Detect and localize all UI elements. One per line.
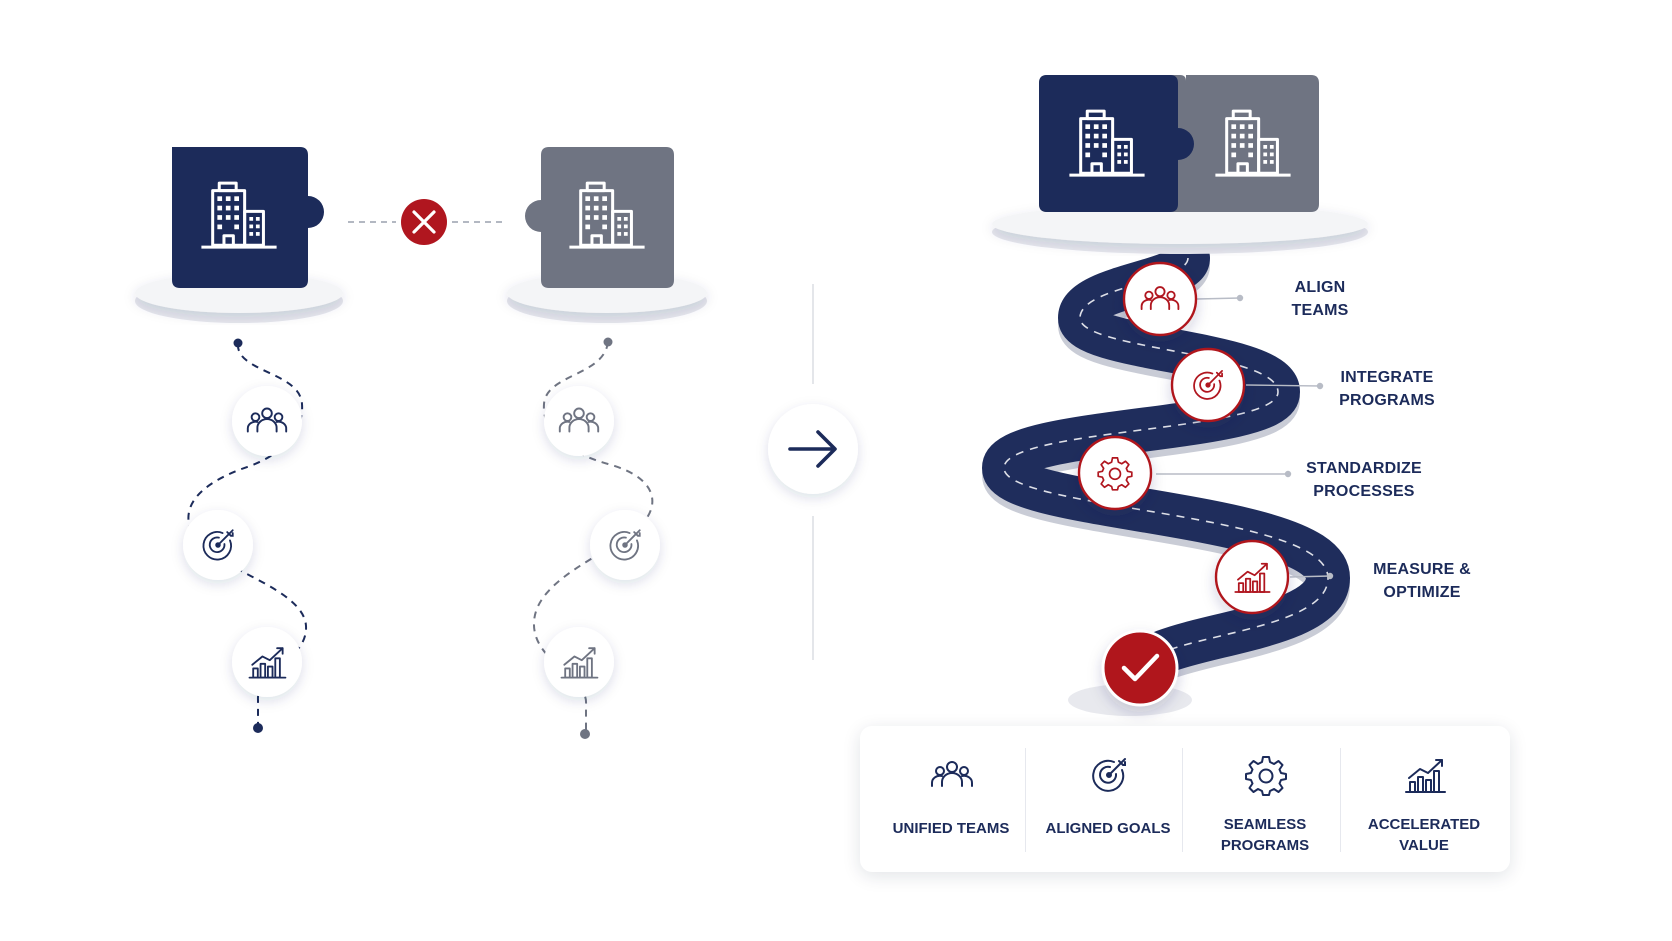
right-dashed-path xyxy=(532,337,654,739)
step-node-measure-optimize xyxy=(1214,539,1290,615)
growth-chart-icon xyxy=(1399,750,1451,800)
outcome-aligned-goals: ALIGNED GOALS xyxy=(1027,726,1189,872)
finish-node xyxy=(1101,629,1179,707)
left-path-node-chart xyxy=(232,627,302,697)
gear-icon xyxy=(1240,750,1292,800)
target-icon xyxy=(1083,750,1135,800)
right-path-node-target xyxy=(590,510,660,580)
top-platform xyxy=(992,204,1368,254)
left-path-node-target xyxy=(183,510,253,580)
right-puzzle-piece xyxy=(525,147,674,288)
right-path-node-chart xyxy=(544,627,614,697)
left-path-node-team xyxy=(232,386,302,456)
team-icon xyxy=(926,750,978,800)
outcome-unified-teams: UNIFIED TEAMS xyxy=(870,726,1032,872)
arrow-right-icon xyxy=(768,404,858,494)
checkmark-icon xyxy=(1121,653,1160,682)
step-node-integrate-programs xyxy=(1170,347,1246,423)
step-label-measure-optimize: MEASURE &OPTIMIZE xyxy=(1373,561,1471,601)
step-node-align-teams xyxy=(1122,261,1198,337)
winding-road xyxy=(981,236,1351,701)
left-puzzle-piece xyxy=(172,147,324,288)
merged-puzzle xyxy=(1039,75,1319,212)
x-icon xyxy=(401,199,447,245)
left-dashed-path xyxy=(187,338,308,733)
right-path-node-team xyxy=(544,386,614,456)
step-connectors xyxy=(1156,294,1334,580)
step-node-standardize-processes xyxy=(1077,435,1153,511)
